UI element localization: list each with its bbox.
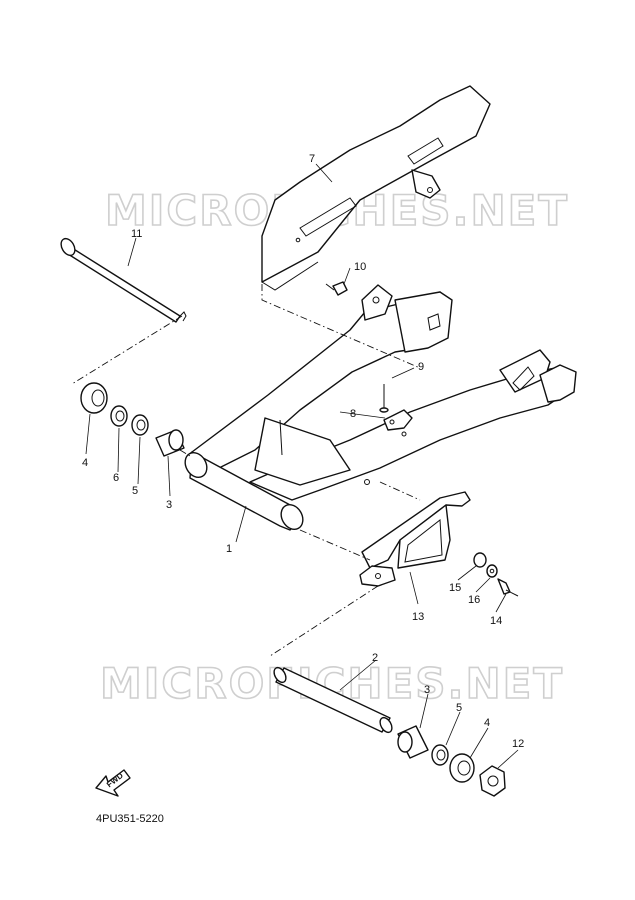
bearing-right [449, 753, 475, 783]
callout-15: 15 [449, 582, 461, 594]
bearing-left [80, 382, 108, 414]
collar-right [397, 725, 429, 759]
case-bolt [325, 281, 348, 296]
guard-washer [486, 564, 498, 578]
callout-1: 1 [226, 543, 232, 555]
rivet [379, 384, 389, 413]
pivot-bolt [60, 237, 187, 323]
callout-3-right: 3 [424, 684, 430, 696]
collar-left [155, 429, 185, 457]
forward-arrow-icon: FWD [95, 769, 131, 797]
callout-14: 14 [490, 615, 502, 627]
callout-4-left: 4 [82, 457, 88, 469]
callout-12: 12 [512, 738, 524, 750]
guard-bolt [497, 578, 519, 597]
chain-guard [359, 491, 471, 587]
callout-16: 16 [468, 594, 480, 606]
callouts: 1 2 3 3 4 4 5 5 6 7 8 9 10 11 12 13 14 1… [82, 153, 524, 750]
callout-10: 10 [354, 261, 366, 273]
swingarm [184, 284, 577, 531]
centerlines [71, 284, 421, 657]
clamp [383, 409, 413, 437]
callout-7: 7 [309, 153, 315, 165]
callout-13: 13 [412, 611, 424, 623]
callout-9: 9 [418, 361, 424, 373]
chain-case [261, 85, 491, 291]
nut [479, 765, 506, 797]
pivot-shaft [273, 666, 393, 734]
oil-seal-left [110, 405, 128, 427]
callout-5-right: 5 [456, 702, 462, 714]
callout-2: 2 [372, 652, 378, 664]
washer-left [131, 414, 149, 436]
callout-6: 6 [113, 472, 119, 484]
diagram-code: 4PU351-5220 [96, 813, 164, 825]
callout-4-right: 4 [484, 717, 490, 729]
callout-5-left: 5 [132, 485, 138, 497]
guard-collar [473, 552, 487, 568]
callout-11: 11 [131, 228, 142, 240]
washer-right [431, 744, 449, 766]
callout-8: 8 [350, 408, 356, 420]
callout-3-left: 3 [166, 499, 172, 511]
leader-lines [85, 163, 519, 769]
